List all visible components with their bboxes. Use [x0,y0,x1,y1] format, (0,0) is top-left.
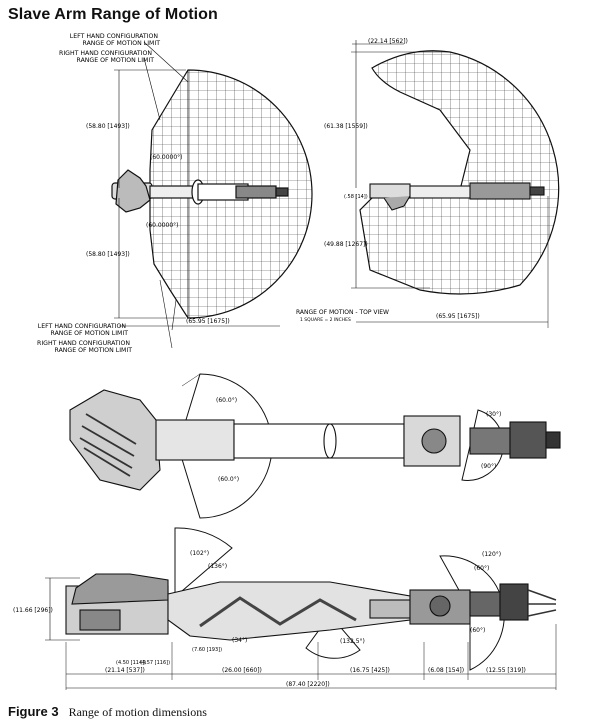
front-callout-right-hand-bottom: RIGHT HAND CONFIGURATION RANGE OF MOTION… [37,340,132,354]
plan-view: (60.0°) (60.0°) (30°) (90°) [69,373,561,519]
top-view-sublabel: 1 SQUARE = 2 INCHES [300,317,351,323]
side-dim-height: (11.66 [296]) [13,607,53,614]
side-dim-b: (4.57 [116]) [140,660,170,666]
front-callout-left-hand-top: LEFT HAND CONFIGURATION RANGE OF MOTION … [70,33,160,47]
top-dim-lower: (49.88 [1267]) [324,241,368,248]
front-angle-upper: (60.0000°) [150,154,183,161]
side-dim-4: (6.08 [154]) [428,667,464,674]
front-callout-left-hand-bottom: LEFT HAND CONFIGURATION RANGE OF MOTION … [38,323,128,337]
side-dim-3: (16.75 [425]) [350,667,390,674]
side-arm-outline [65,573,557,641]
side-dim-a: (4.50 [114]) [116,660,146,666]
side-range-arc-shoulder [174,527,233,599]
side-angle-f: (60°) [474,565,489,572]
plan-angle-lower: (60.0°) [218,476,239,483]
side-angle-d: (132.5°) [340,638,365,645]
side-view: (102°) (136°) (34°) (132.5°) (120°) (60°… [13,527,557,690]
top-dim-upper: (61.38 [1559]) [324,123,368,130]
side-range-arc-elbow [305,614,361,659]
front-arm-outline [111,169,289,213]
front-dim-lower: (58.80 [1493]) [86,251,130,258]
top-view: (22.14 [562]) (61.38 [1559]) (.58 [14]) … [296,38,560,328]
front-callout-right-hand-top: RIGHT HAND CONFIGURATION RANGE OF MOTION… [59,50,154,64]
page-title: Slave Arm Range of Motion [8,6,218,23]
plan-angle-wrist-up: (30°) [486,411,501,418]
side-angle-e: (120°) [482,551,501,558]
front-view: LEFT HAND CONFIGURATION RANGE OF MOTION … [37,33,313,354]
side-angle-g: (60°) [470,627,485,634]
plan-angle-wrist-down: (90°) [481,463,496,470]
figure-caption: Figure 3 Range of motion dimensions [8,704,207,720]
side-dim-2: (26.00 [660]) [222,667,262,674]
top-view-label: RANGE OF MOTION - TOP VIEW [296,309,389,316]
figure-caption-text: Range of motion dimensions [68,705,207,719]
figure-number: Figure 3 [8,704,59,719]
side-dim-5: (12.55 [319]) [486,667,526,674]
side-dim-1: (21.14 [537]) [105,667,145,674]
side-angle-b: (136°) [208,563,227,570]
side-dim-c: (7.60 [193]) [192,647,222,653]
top-range-envelope [359,50,560,295]
front-angle-lower: (60.0000°) [146,222,179,229]
side-angle-a: (102°) [190,550,209,557]
plan-arm-outline [69,389,561,491]
side-dim-total: (87.40 [2220]) [286,681,330,688]
top-dim-top: (22.14 [562]) [368,38,408,45]
front-dim-upper: (58.80 [1493]) [86,123,130,130]
top-dim-reach: (65.95 [1675]) [436,313,480,320]
plan-angle-upper: (60.0°) [216,397,237,404]
top-arm-outline [369,182,545,211]
side-angle-c: (34°) [232,637,247,644]
front-dim-reach: (65.95 [1675]) [186,318,230,325]
top-dim-small: (.58 [14]) [344,194,368,200]
